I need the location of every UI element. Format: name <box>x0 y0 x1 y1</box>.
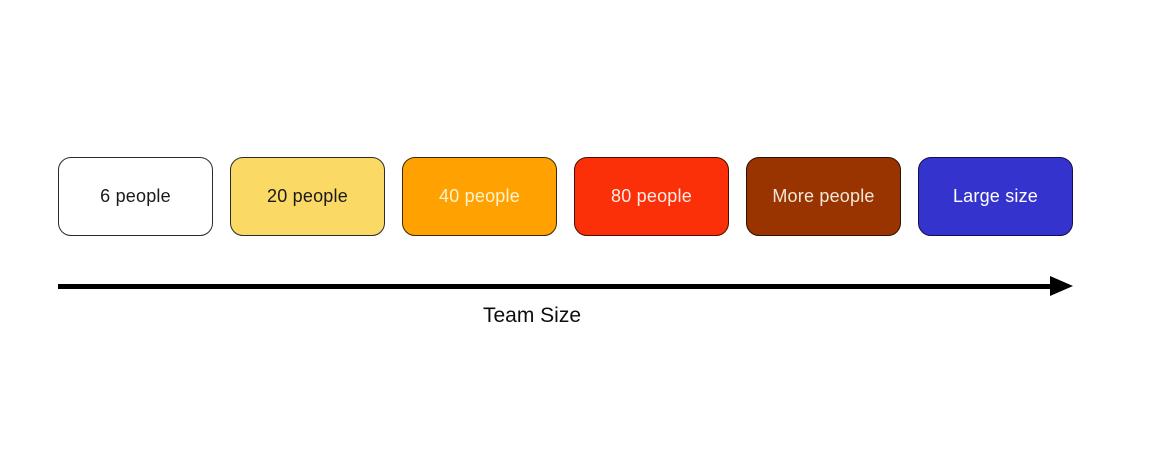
box-20-people: 20 people <box>230 157 385 236</box>
box-large-size: Large size <box>918 157 1073 236</box>
box-40-people: 40 people <box>402 157 557 236</box>
box-label: 20 people <box>267 186 348 206</box>
box-label: 40 people <box>439 186 520 206</box>
box-80-people: 80 people <box>574 157 729 236</box>
box-label: More people <box>772 186 875 206</box>
box-label: 6 people <box>100 186 171 206</box>
box-label: Large size <box>952 186 1039 206</box>
box-more-people: More people <box>746 157 901 236</box>
box-label: 80 people <box>611 186 692 206</box>
team-size-arrow-line <box>58 284 1056 289</box>
right-arrow-icon <box>1050 276 1073 296</box>
box-6-people: 6 people <box>58 157 213 236</box>
axis-label-team-size: Team Size <box>482 304 582 327</box>
team-size-boxes-row: 6 people 20 people 40 people 80 people M… <box>58 157 1073 236</box>
